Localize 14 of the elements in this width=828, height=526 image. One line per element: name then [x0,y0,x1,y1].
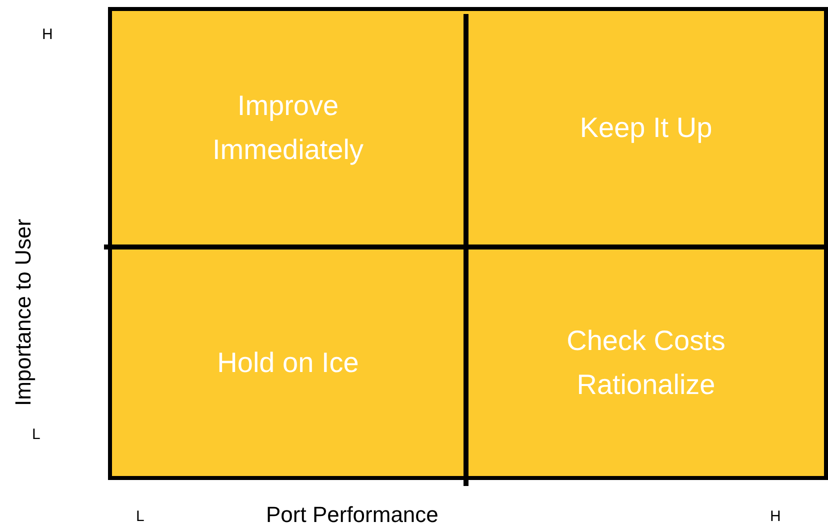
quadrant-box [110,9,466,247]
axis-label: H [770,507,781,526]
axis-title: Importance to User [10,218,36,408]
axis-label: H [42,25,53,45]
quadrant-label: Hold on Ice [217,346,359,380]
quadrant-label: Keep It Up [580,111,712,145]
axis-label: Port Performance [266,501,438,526]
axis-label: L [32,425,40,445]
quadrant-box [466,247,826,478]
quadrant-label: Check Costs Rationalize [566,324,726,402]
quadrant-label: Improve Immediately [212,89,364,167]
quadrant-box [466,9,826,247]
axis-label: L [136,507,144,526]
quadrant-box [110,247,466,478]
